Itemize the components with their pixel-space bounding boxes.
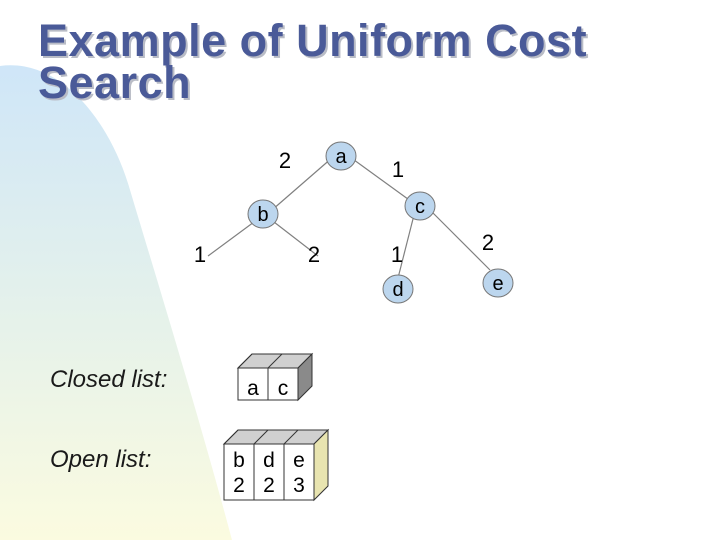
closed-list-item: a [237,367,269,401]
edge-cost-a-c: 1 [392,157,404,182]
node-label-a: a [335,146,347,168]
closed-list-item-box [267,367,299,401]
node-label-d: d [392,279,403,301]
closed-list-item-node: c [278,377,289,400]
node-label-c: c [415,196,425,218]
node-label-b: b [257,204,268,226]
title-line-1: Example of Uniform Cost [38,15,588,66]
open-list-top-divider [223,429,239,445]
tree-node-c: c [404,191,436,221]
edge-c-e [431,211,491,271]
open-list-item-box [283,443,315,501]
edge-cost-b-left: 1 [194,242,206,267]
edge-a-b [271,156,334,211]
open-list-item-node: d [263,449,275,472]
open-list-item: e3 [283,443,315,501]
open-list-top-divider [283,429,299,445]
closed-list-top-divider [267,353,283,369]
open-list-item-cost: 2 [263,474,275,497]
open-list-item-cost: 3 [293,474,305,497]
edge-cost-c-d: 1 [391,242,403,267]
open-list-item-box [253,443,285,501]
node-label-e: e [492,273,503,295]
tree-node-d: d [382,274,414,304]
edge-cost-a-b: 2 [279,148,291,173]
open-list-top-face [222,429,330,445]
tree-node-b: b [247,199,279,229]
tree-node-a: a [325,141,357,171]
open-list-top-divider [253,429,269,445]
edge-c-d [397,214,415,279]
open-list-item: d2 [253,443,285,501]
slide-title: Example of Uniform Cost Search [38,15,588,108]
open-list-item-box [223,443,255,501]
edge-cost-b-right: 2 [308,242,320,267]
edge-cost-c-e: 2 [482,230,494,255]
tree-node-e: e [482,268,514,298]
title-line-2: Search [38,57,192,108]
open-list-item: b2 [223,443,255,501]
open-list-item-cost: 2 [233,474,245,497]
tree-edges [207,156,491,279]
open-list-label: Open list: [50,446,152,473]
closed-list-label: Closed list: [50,366,168,393]
open-list-item-node: e [293,449,305,472]
closed-list-item-box [237,367,269,401]
open-list-item-node: b [233,449,245,472]
edge-a-c [349,156,413,203]
edge-b-left [207,221,255,257]
edge-b-right [273,221,319,257]
closed-list-item: c [267,367,299,401]
closed-list-item-node: a [247,377,259,400]
closed-list-top-divider [237,353,253,369]
